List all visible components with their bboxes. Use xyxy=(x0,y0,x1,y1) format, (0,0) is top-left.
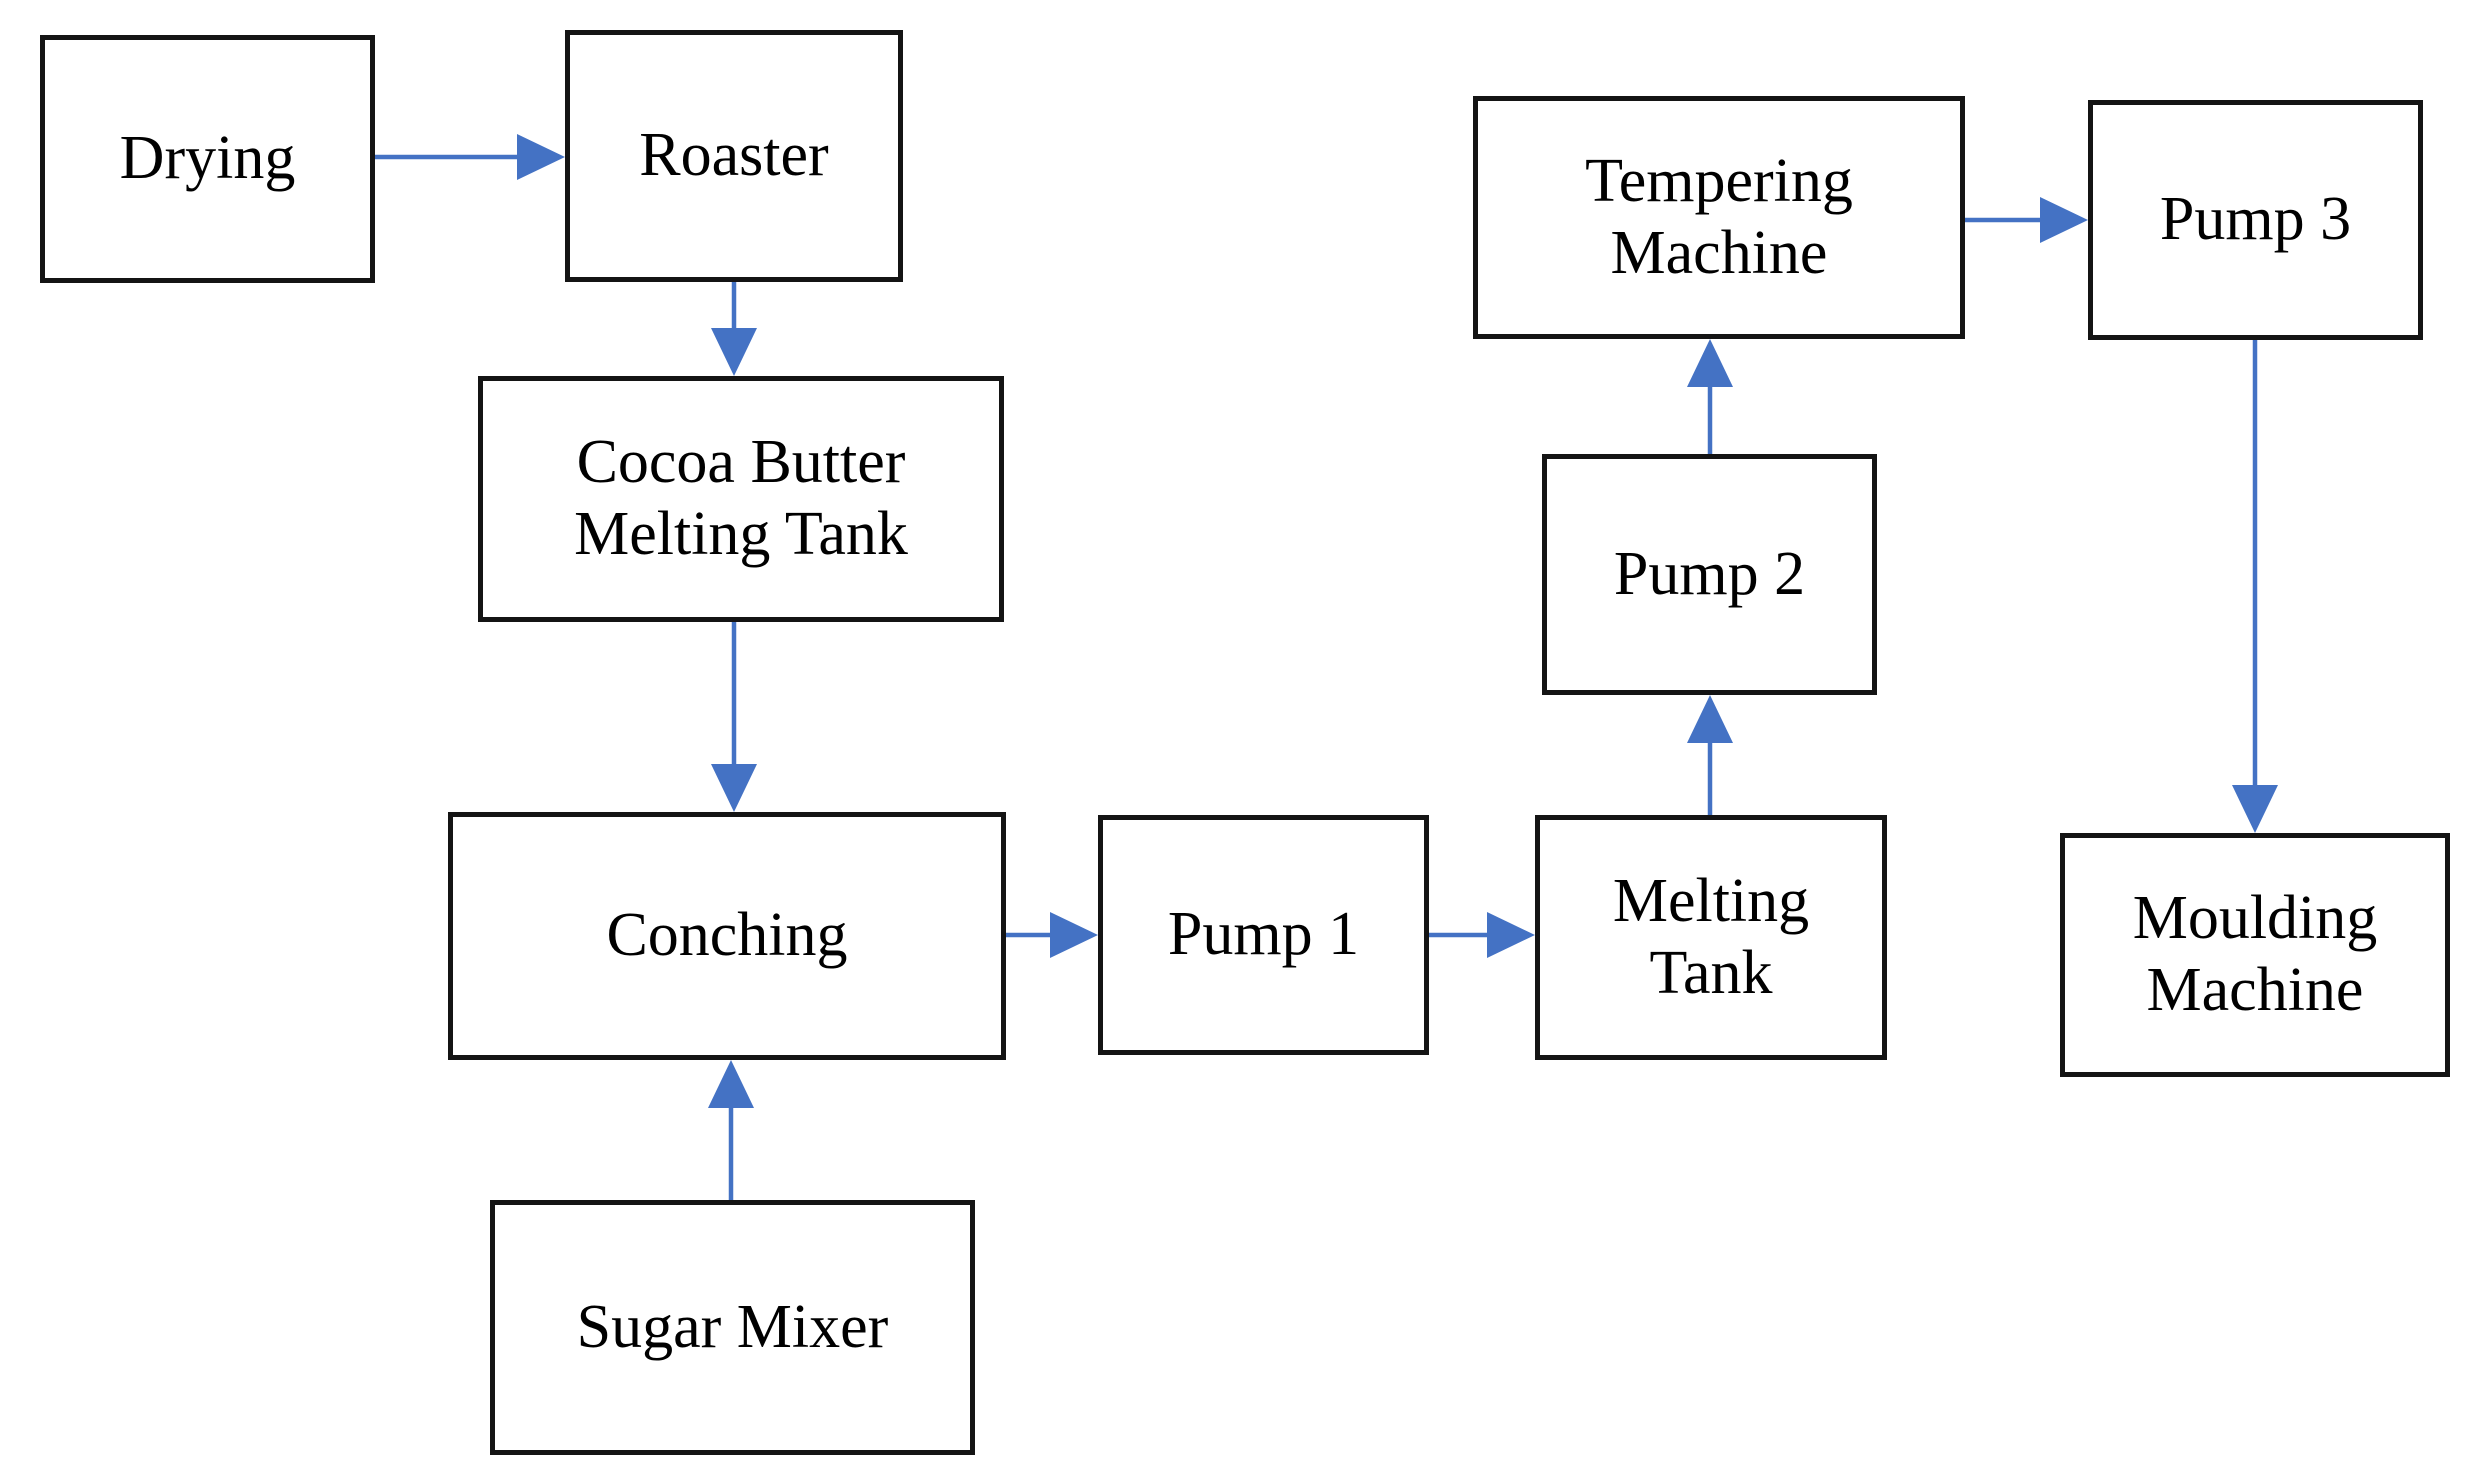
arrow-drying-to-roaster xyxy=(375,134,565,180)
node-melting-tank: Melting Tank xyxy=(1535,815,1887,1060)
node-tempering-machine-label: Tempering Machine xyxy=(1585,146,1853,287)
arrow-roaster-to-cocoa-butter-melting-tank xyxy=(711,282,757,376)
node-pump-3: Pump 3 xyxy=(2088,100,2423,340)
node-pump-2: Pump 2 xyxy=(1542,454,1877,695)
node-conching: Conching xyxy=(448,812,1006,1060)
node-drying-label: Drying xyxy=(119,124,296,193)
node-tempering-machine: Tempering Machine xyxy=(1473,96,1965,339)
arrow-conching-to-pump-1 xyxy=(1006,912,1098,958)
node-pump-1-label: Pump 1 xyxy=(1167,900,1360,969)
node-roaster-label: Roaster xyxy=(639,121,829,190)
node-cocoa-butter-melting-tank-label: Cocoa Butter Melting Tank xyxy=(574,428,908,568)
arrow-pump-1-to-melting-tank xyxy=(1429,912,1535,958)
node-sugar-mixer: Sugar Mixer xyxy=(490,1200,975,1455)
node-pump-2-label: Pump 2 xyxy=(1613,539,1806,608)
node-moulding-machine-label: Moulding Machine xyxy=(2132,884,2378,1024)
node-moulding-machine: Moulding Machine xyxy=(2060,833,2450,1077)
node-pump-1: Pump 1 xyxy=(1098,815,1429,1055)
node-pump-3-label: Pump 3 xyxy=(2159,185,2352,254)
arrow-cocoa-butter-melting-tank-to-conching xyxy=(711,622,757,812)
node-sugar-mixer-label: Sugar Mixer xyxy=(576,1292,889,1361)
arrow-sugar-mixer-to-conching xyxy=(708,1060,754,1200)
arrow-pump-3-to-moulding-machine xyxy=(2232,340,2278,833)
arrow-tempering-machine-to-pump-3 xyxy=(1965,197,2088,243)
node-drying: Drying xyxy=(40,35,375,283)
arrow-melting-tank-to-pump-2 xyxy=(1687,695,1733,815)
node-roaster: Roaster xyxy=(565,30,903,282)
arrow-pump-2-to-tempering-machine xyxy=(1687,339,1733,454)
node-melting-tank-label: Melting Tank xyxy=(1612,866,1810,1007)
node-conching-label: Conching xyxy=(606,901,848,970)
node-cocoa-butter-melting-tank: Cocoa Butter Melting Tank xyxy=(478,376,1004,622)
